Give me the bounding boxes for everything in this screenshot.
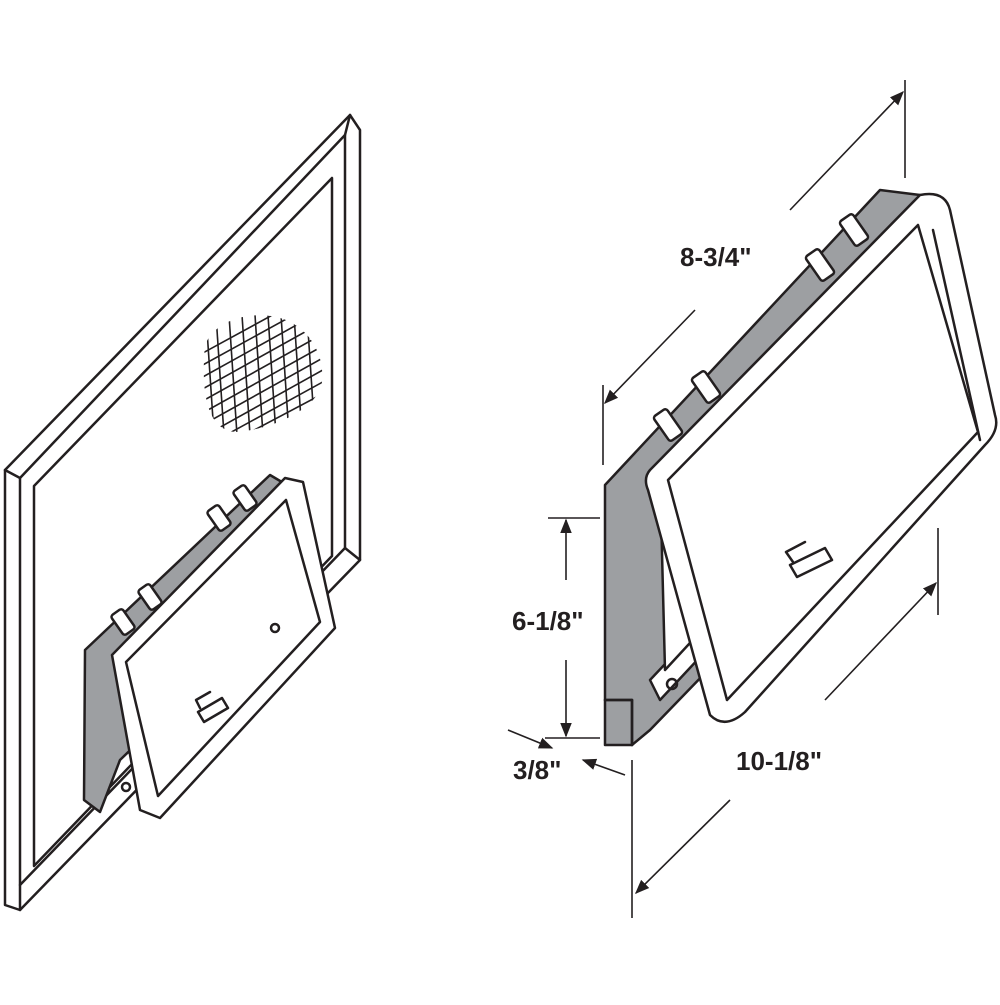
dimension-height: 6-1/8" xyxy=(512,517,600,739)
dimension-width: 10-1/8" xyxy=(631,528,939,918)
dimension-height-label: 6-1/8" xyxy=(512,606,584,636)
latch-icon xyxy=(784,540,834,579)
door-frame xyxy=(644,192,998,723)
dimension-length-label: 8-3/4" xyxy=(680,242,752,272)
hinge-icon xyxy=(206,484,258,532)
hinge-icon xyxy=(110,583,163,636)
latch-icon xyxy=(194,690,230,724)
dimension-width-label: 10-1/8" xyxy=(736,746,822,776)
installed-door xyxy=(82,473,337,820)
dimension-depth-label: 3/8" xyxy=(513,755,561,785)
hinge-icon xyxy=(652,370,722,442)
dimension-depth: 3/8" xyxy=(507,729,626,785)
dimension-length: 8-3/4" xyxy=(602,80,906,465)
hinge-icon xyxy=(804,213,870,282)
dimensioned-door-view: 8-3/4" 6-1/8" 3/8" 10-1/8" xyxy=(507,80,998,918)
installed-screen-view xyxy=(3,113,362,912)
